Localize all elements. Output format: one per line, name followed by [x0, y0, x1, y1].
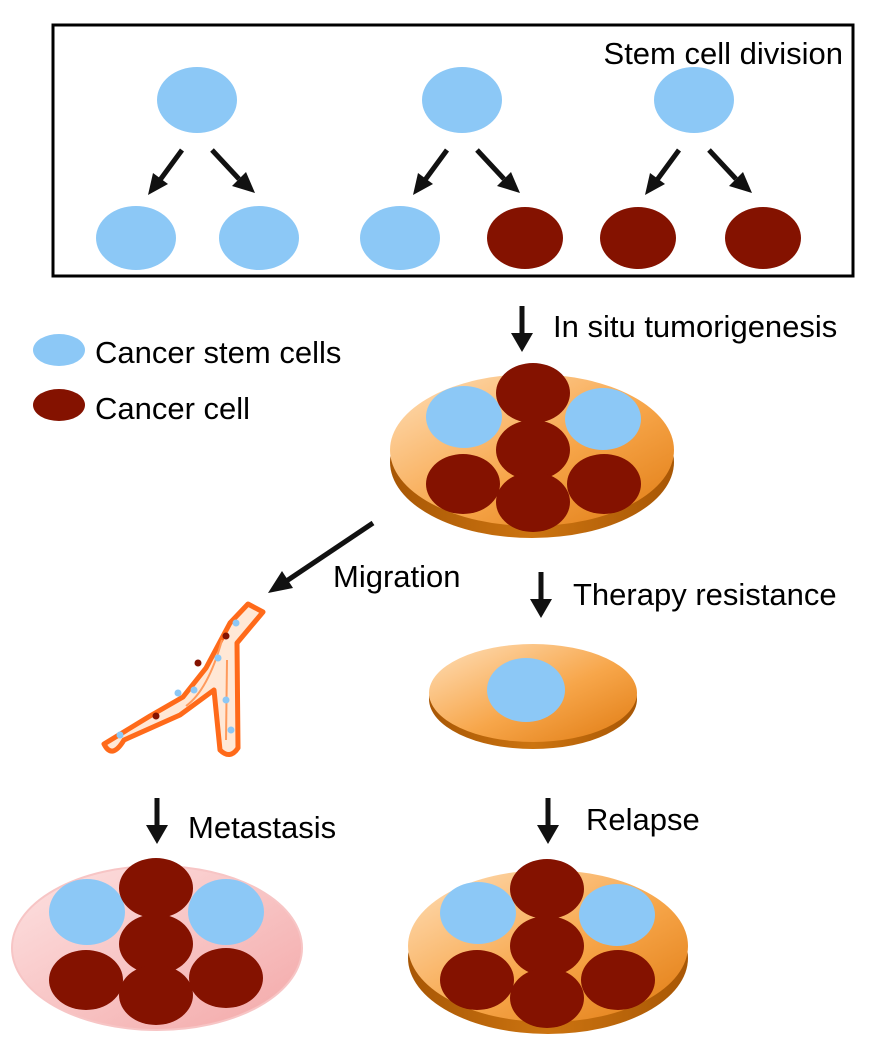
- legend: Cancer stem cells Cancer cell: [33, 334, 341, 426]
- arrow-migration: [268, 520, 375, 593]
- cancer-cell: [189, 948, 263, 1008]
- label-migration: Migration: [333, 559, 461, 594]
- daughter-cancer-cell: [725, 207, 801, 269]
- cancer-stem-cell: [579, 884, 655, 946]
- parent-cancer-stem-cell: [654, 67, 734, 133]
- arrow-in-situ-tumorigenesis: [511, 306, 533, 352]
- parent-cancer-stem-cell: [422, 67, 502, 133]
- arrow-down-right: [707, 148, 752, 193]
- vessel-body: [101, 601, 266, 757]
- legend-label-cancer-cell: Cancer cell: [95, 391, 250, 426]
- cancer-cell: [510, 916, 584, 976]
- cancer-stem-cell: [440, 882, 516, 944]
- vessel-stem-cell-dot: [227, 726, 235, 734]
- cancer-stem-cell: [426, 386, 502, 448]
- metastasis-tumor-dish: [11, 858, 303, 1031]
- daughter-cancer-stem-cell: [219, 206, 299, 270]
- division-pattern-asymmetric: [360, 67, 563, 270]
- division-title: Stem cell division: [604, 36, 843, 71]
- legend-cancer-stem-cell-swatch: [33, 334, 85, 366]
- cancer-cell: [510, 859, 584, 919]
- vessel-stem-cell-dot: [232, 619, 240, 627]
- division-pattern-symmetric-renewal: [96, 67, 299, 270]
- vessel-branch-divider: [185, 639, 223, 707]
- daughter-cancer-stem-cell: [360, 206, 440, 270]
- arrow-therapy-resistance: [530, 572, 552, 618]
- arrow-down-left: [148, 148, 185, 195]
- cancer-cell: [426, 454, 500, 514]
- cancer-cell: [567, 454, 641, 514]
- arrow-down-right: [210, 148, 255, 193]
- cancer-cell: [496, 420, 570, 480]
- label-relapse: Relapse: [586, 802, 700, 837]
- cancer-cell: [496, 472, 570, 532]
- vessel-cancer-cell-dot: [194, 659, 202, 667]
- arrow-down-left: [645, 148, 682, 195]
- cancer-stem-cell: [188, 879, 264, 945]
- label-therapy-resistance: Therapy resistance: [573, 577, 837, 612]
- division-pattern-symmetric-differentiation: [600, 67, 801, 269]
- vessel-stem-cell-dot: [190, 686, 198, 694]
- cancer-stem-cell: [487, 658, 565, 722]
- cancer-cell: [510, 968, 584, 1028]
- legend-cancer-cell-swatch: [33, 389, 85, 421]
- arrow-down-right: [475, 148, 520, 193]
- daughter-cancer-stem-cell: [96, 206, 176, 270]
- vessel-stem-cell-dot: [174, 689, 182, 697]
- relapse-tumor-dish: [408, 859, 688, 1034]
- residual-tumor-dish: [429, 644, 637, 749]
- vessel-stem-cell-dot: [222, 696, 230, 704]
- blood-vessel: [101, 601, 266, 757]
- vessel-stem-cell-dot: [116, 731, 124, 739]
- cancer-stem-cell: [565, 388, 641, 450]
- arrow-down-left: [413, 148, 450, 195]
- legend-label-cancer-stem-cells: Cancer stem cells: [95, 335, 341, 370]
- cancer-cell: [49, 950, 123, 1010]
- cancer-stem-cell: [49, 879, 125, 945]
- primary-tumor-dish: [390, 363, 674, 538]
- vessel-cancer-cell-dot: [152, 712, 160, 720]
- arrow-relapse: [537, 798, 559, 844]
- arrow-metastasis: [146, 798, 168, 844]
- cancer-cell: [496, 363, 570, 423]
- division-frame: [51, 23, 855, 278]
- cancer-cell: [581, 950, 655, 1010]
- cancer-cell: [119, 914, 193, 974]
- daughter-cancer-cell: [487, 207, 563, 269]
- vessel-cancer-cell-dot: [222, 632, 230, 640]
- cancer-cell: [440, 950, 514, 1010]
- daughter-cancer-cell: [600, 207, 676, 269]
- parent-cancer-stem-cell: [157, 67, 237, 133]
- label-in-situ-tumorigenesis: In situ tumorigenesis: [553, 309, 837, 344]
- stem-cell-division-panel: Stem cell division: [51, 23, 855, 278]
- cancer-cell: [119, 965, 193, 1025]
- label-metastasis: Metastasis: [188, 810, 336, 845]
- cancer-cell: [119, 858, 193, 918]
- vessel-stem-cell-dot: [214, 654, 222, 662]
